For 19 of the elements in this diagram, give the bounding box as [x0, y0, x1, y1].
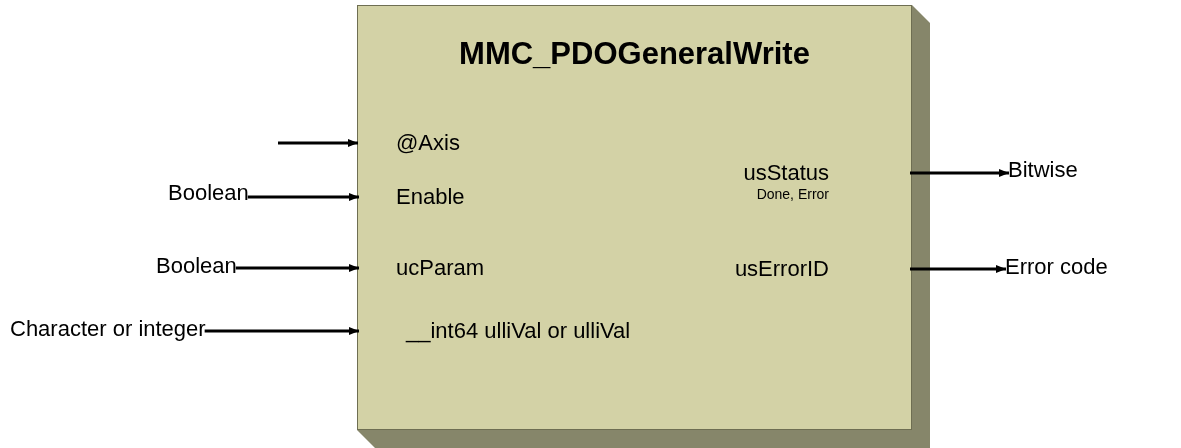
arrow — [910, 169, 1009, 177]
block-title: MMC_PDOGeneralWrite — [459, 36, 810, 72]
pin-label: Boolean — [156, 253, 237, 279]
pin-label: Bitwise — [1008, 157, 1078, 183]
pin-label: usStatus — [743, 160, 829, 186]
pin-label: __int64 ulliVal or ulliVal — [406, 318, 631, 344]
arrow — [204, 327, 359, 335]
arrow — [278, 139, 358, 147]
pin-label: Character or integer — [10, 316, 206, 342]
pin-label: @Axis — [396, 130, 460, 156]
arrow — [235, 264, 359, 272]
pin-label: Error code — [1005, 254, 1108, 280]
arrow — [910, 265, 1006, 273]
arrow — [247, 193, 359, 201]
pin-label: usErrorID — [734, 256, 829, 282]
pin-label: Boolean — [168, 180, 249, 206]
pin-label: ucParam — [396, 255, 485, 281]
pin-label: Enable — [396, 184, 465, 210]
pin-description: Done, Error — [755, 186, 829, 202]
